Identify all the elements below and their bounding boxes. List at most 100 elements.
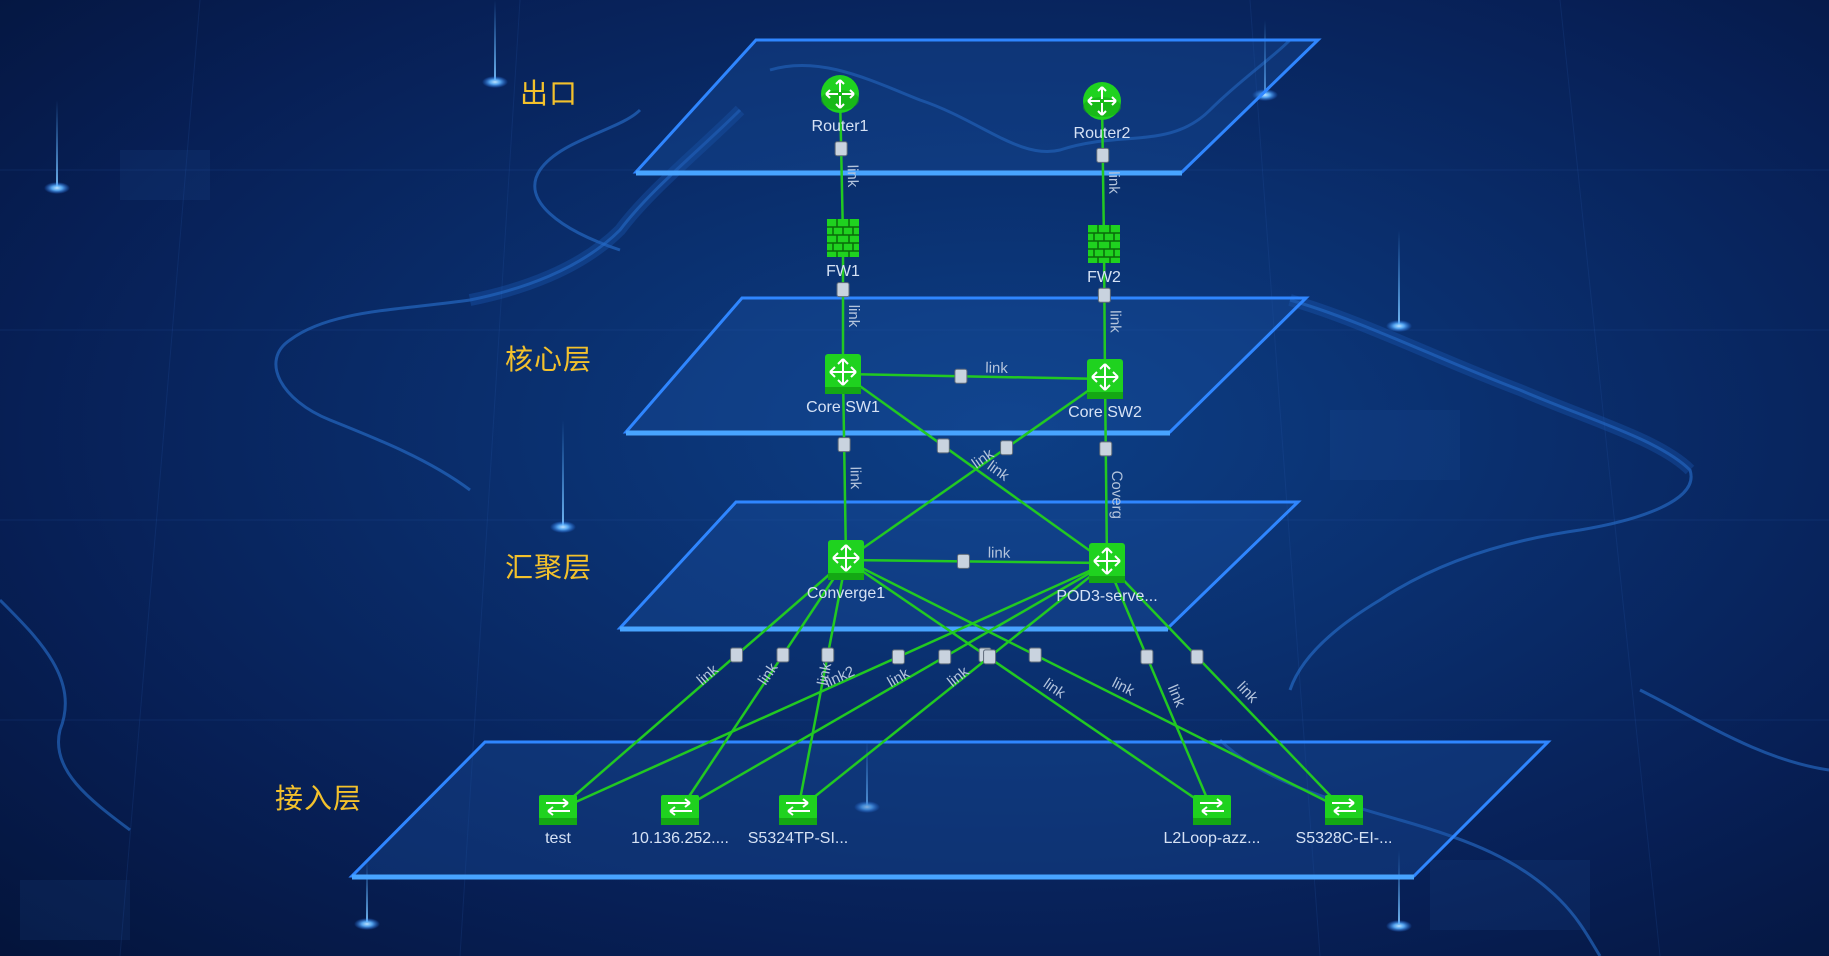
link-router2-fw2[interactable]: link	[1096, 100, 1123, 245]
link-port-icon	[1000, 440, 1014, 456]
link-port-icon	[821, 647, 835, 663]
link-port-icon	[936, 438, 950, 454]
node-label-ip10: 10.136.252....	[631, 830, 729, 847]
layer-label-core: 核心层	[505, 343, 593, 376]
link-router1-fw1[interactable]: link	[834, 93, 861, 239]
link-line[interactable]	[845, 558, 1213, 812]
link-label: link	[814, 661, 835, 687]
link-coresw1-converge1[interactable]: link	[837, 373, 864, 561]
access-switch-icon	[779, 795, 817, 825]
node-label-fw2: FW2	[1087, 269, 1121, 286]
link-line[interactable]	[1100, 100, 1106, 245]
link-fw2-coresw2[interactable]: link	[1097, 243, 1124, 380]
background-tiles	[20, 150, 1590, 940]
router-icon	[1083, 82, 1121, 120]
map-outline-soft	[468, 105, 1695, 475]
link-label: link	[847, 467, 864, 490]
core-switch-icon	[1089, 543, 1125, 583]
link-line[interactable]	[841, 373, 848, 561]
link-line[interactable]	[678, 559, 848, 811]
link-port-icon	[954, 368, 968, 384]
link-port-icon	[1099, 441, 1113, 457]
access-switch-icon	[1325, 795, 1363, 825]
core-switch-icon	[1087, 359, 1123, 399]
core-switch-icon	[828, 540, 864, 580]
link-label: link	[985, 360, 1008, 377]
node-l2loop[interactable]: L2Loop-azz...	[1137, 792, 1287, 848]
link-label: link	[988, 545, 1011, 562]
link-line[interactable]	[1102, 243, 1107, 380]
link-line[interactable]	[1106, 562, 1345, 811]
link-converge1-ip10[interactable]: link	[678, 559, 848, 811]
node-label-router1: Router1	[811, 118, 869, 135]
link-label: link	[944, 663, 973, 691]
node-test[interactable]: test	[483, 792, 633, 848]
core-switch-icon	[825, 354, 861, 394]
link-line[interactable]	[557, 561, 1108, 812]
node-coresw1[interactable]: Core SW1	[768, 351, 918, 417]
node-router1[interactable]: Router1	[765, 72, 915, 136]
link-port-icon	[1028, 647, 1042, 663]
link-converge1-s5324[interactable]: link	[796, 559, 848, 811]
link-label: link	[1105, 171, 1122, 194]
node-s5328[interactable]: S5328C-EI-...	[1269, 792, 1419, 848]
link-port-icon	[837, 437, 851, 453]
node-label-converge1: Converge1	[806, 585, 886, 602]
link-coresw2-pod3[interactable]: Coverg	[1099, 378, 1126, 564]
link-label: link	[1109, 674, 1137, 700]
link-converge1-pod3[interactable]: link	[845, 545, 1108, 569]
link-port-icon	[1190, 649, 1204, 665]
node-converge1[interactable]: Converge1	[771, 537, 921, 603]
node-coresw2[interactable]: Core SW2	[1030, 356, 1180, 422]
link-port-icon	[1097, 287, 1111, 303]
link-port-icon	[956, 553, 970, 569]
light-beacons	[44, 0, 1412, 932]
link-port-icon	[1096, 147, 1110, 163]
node-label-test: test	[545, 830, 571, 847]
layer-planes	[348, 38, 1552, 880]
link-line[interactable]	[845, 377, 1106, 562]
link-port-icon	[983, 649, 997, 665]
node-s5324[interactable]: S5324TP-SI...	[723, 792, 873, 848]
link-port-icon	[938, 649, 952, 665]
link-line[interactable]	[1103, 378, 1109, 564]
link-label: link	[845, 305, 862, 328]
layer-plane-core	[622, 296, 1310, 434]
link-line[interactable]	[1105, 562, 1214, 811]
link-port-icon	[730, 647, 744, 663]
layer-label-aggregation: 汇聚层	[505, 551, 593, 584]
node-label-coresw1: Core SW1	[806, 399, 880, 416]
link-line[interactable]	[845, 558, 1108, 565]
link-port-icon	[1140, 649, 1154, 665]
link-line[interactable]	[796, 559, 848, 811]
link-line[interactable]	[845, 558, 1345, 812]
link-port-icon	[891, 649, 905, 665]
link-fw1-coresw1[interactable]: link	[836, 238, 862, 374]
node-label-fw1: FW1	[826, 263, 860, 280]
link-coresw1-coresw2[interactable]: link	[842, 360, 1106, 384]
link-line[interactable]	[797, 562, 1108, 811]
layer-plane-exit	[632, 38, 1322, 174]
access-switch-icon	[1193, 795, 1231, 825]
node-pod3[interactable]: POD3-serve...	[1032, 540, 1182, 606]
link-line[interactable]	[679, 561, 1108, 812]
link-label: link	[1233, 678, 1261, 706]
firewall-icon	[827, 219, 859, 257]
link-label: link	[844, 165, 861, 188]
node-label-pod3: POD3-serve...	[1056, 588, 1158, 605]
link-label: link	[884, 665, 912, 691]
link-label: Coverg	[1108, 471, 1126, 520]
node-fw1[interactable]: FW1	[768, 215, 918, 281]
layer-label-access: 接入层	[275, 782, 363, 815]
node-ip10[interactable]: 10.136.252....	[605, 792, 755, 848]
link-line[interactable]	[838, 93, 845, 239]
node-label-router2: Router2	[1073, 125, 1131, 142]
link-line[interactable]	[842, 372, 1106, 381]
link-line[interactable]	[557, 559, 847, 811]
node-router2[interactable]: Router2	[1027, 79, 1177, 143]
access-switch-icon	[661, 795, 699, 825]
node-fw2[interactable]: FW2	[1029, 221, 1179, 287]
